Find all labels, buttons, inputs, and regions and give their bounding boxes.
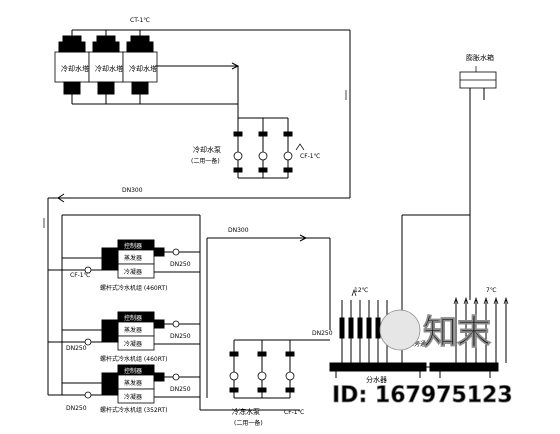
tower-pipe-label: CT-1℃: [130, 17, 150, 24]
chiller-pipe-left: CF-1℃: [70, 272, 91, 279]
return-temp-label: 7℃: [486, 287, 497, 294]
watermark: 知末 ID: 167975123: [332, 309, 513, 408]
main-pipe-label: DN300: [122, 187, 143, 194]
chiller-label: 冷凝器: [124, 393, 142, 401]
chiller-label: 控制器: [124, 367, 142, 375]
tower-label: 冷却水塔: [95, 64, 123, 73]
tower-label: 冷却水塔: [61, 64, 89, 73]
pump-icon: [258, 151, 268, 161]
valve-icon: [172, 320, 180, 328]
chilled-water-pumps: 冷冻水泵 (二用一备) CF-1℃: [229, 339, 330, 427]
chilled-pump-label: 冷冻水泵: [232, 407, 260, 416]
chiller-label: 冷凝器: [124, 340, 142, 348]
chiller-name: 螺杆式冷水机组 (460RT): [100, 284, 167, 292]
cooling-water-pumps: 冷却水泵 (二用一备) CF-1℃: [191, 117, 321, 179]
cooling-pump-sub: (二用一备): [191, 157, 220, 165]
chiller-label: 控制器: [124, 314, 142, 322]
cooling-tower: [122, 35, 158, 104]
cooling-pump-label: 冷却水泵: [193, 145, 221, 154]
chiller-pipe: DN250: [170, 386, 191, 393]
expansion-tank-label: 膨胀水箱: [466, 53, 494, 62]
pump-icon: [283, 151, 293, 161]
pump-icon: [229, 371, 239, 381]
supply-temp-label: 12℃: [354, 287, 369, 294]
chiller-unit: 控制器 蒸发器 冷凝器 DN250 DN250 螺杆式冷水机组 (460RT): [48, 311, 200, 363]
watermark-logo-icon: [379, 309, 421, 351]
chiller-pipe: DN250: [170, 261, 191, 268]
distributor-pipe-label: DN250: [312, 330, 333, 337]
cooling-tower-group: 冷却水塔 冷却水塔 冷却水塔 CT-1℃: [54, 17, 350, 118]
valve-icon: [172, 248, 180, 256]
valve-icon: [172, 373, 180, 381]
watermark-text: 知末: [423, 313, 491, 353]
chiller-pipe: DN250: [170, 333, 191, 340]
manifold-label: 分水器: [366, 375, 387, 384]
valve-icon: [84, 391, 92, 399]
chiller-label: 蒸发器: [124, 254, 142, 262]
chilled-pump-sub: (二用一备): [234, 419, 263, 427]
chiller-unit: 控制器 蒸发器 冷凝器 DN250 DN250 螺杆式冷水机组 (352RT): [48, 364, 200, 414]
chiller-label: 蒸发器: [124, 326, 142, 334]
valve-icon: [84, 338, 92, 346]
chiller-pipe: DN250: [66, 345, 87, 352]
chiller-label: 控制器: [124, 242, 142, 250]
chilled-pump-pipe: CF-1℃: [284, 409, 305, 416]
valve-icon: [84, 266, 92, 274]
cooling-tower: [54, 35, 90, 104]
chiller-pipe: DN250: [66, 405, 87, 412]
chiller-name: 螺杆式冷水机组 (352RT): [100, 406, 167, 414]
chiller-label: 蒸发器: [124, 379, 142, 387]
header-pipe-label: DN300: [228, 227, 249, 234]
pump-icon: [257, 371, 267, 381]
chiller-label: 冷凝器: [124, 268, 142, 276]
pump-icon: [285, 371, 295, 381]
chiller-unit: 控制器 蒸发器 冷凝器 DN250 CF-1℃ 螺杆式冷水机组 (460RT): [48, 239, 200, 292]
pump-icon: [233, 151, 243, 161]
watermark-id: ID: 167975123: [332, 383, 513, 408]
chiller-name: 螺杆式冷水机组 (460RT): [100, 355, 167, 363]
tower-label: 冷却水塔: [129, 64, 157, 73]
cooling-pump-pipe: CF-1℃: [300, 153, 321, 160]
cooling-tower: [88, 35, 124, 104]
expansion-tank: 膨胀水箱: [459, 53, 497, 110]
